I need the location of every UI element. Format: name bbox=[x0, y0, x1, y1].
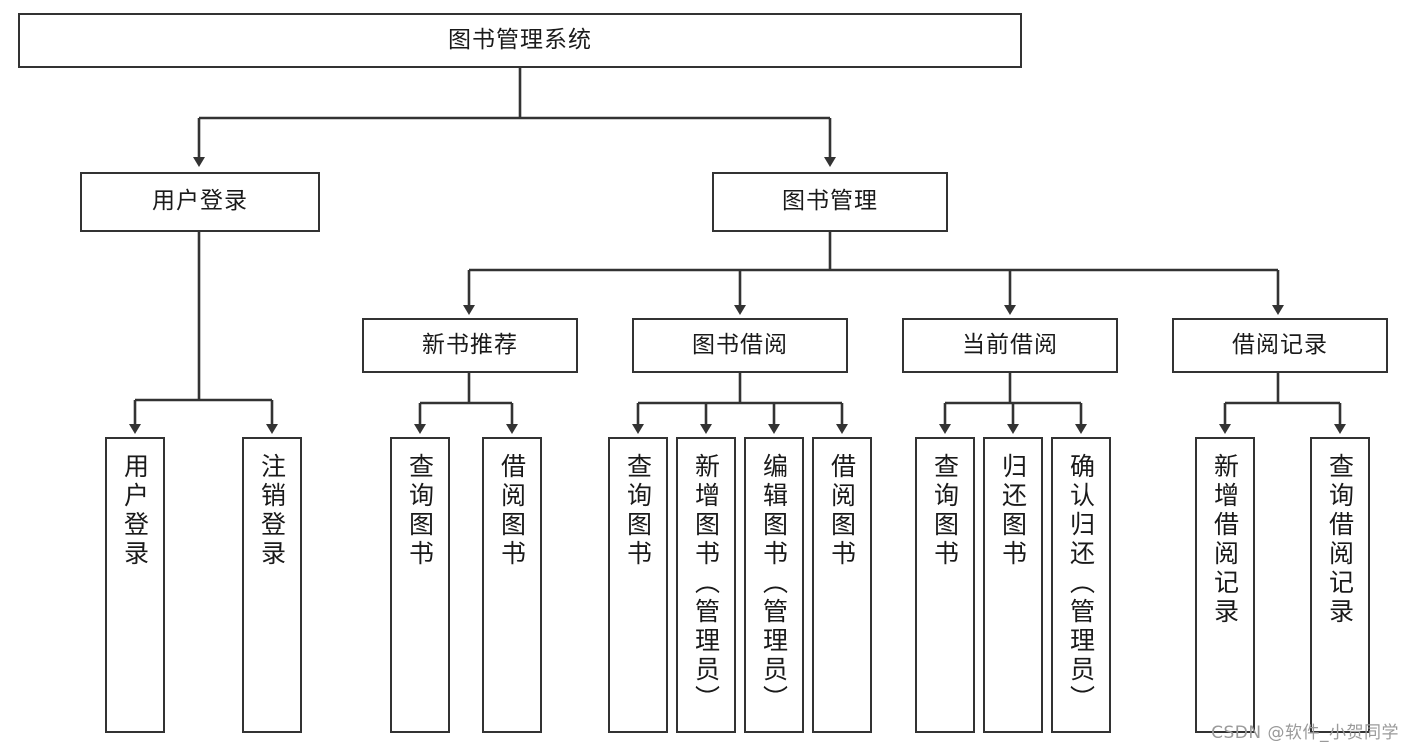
node-label: 新书推荐 bbox=[422, 331, 518, 358]
node-current-borrow[interactable]: 当前借阅 bbox=[902, 318, 1118, 373]
node-label: 新增图书（管理员） bbox=[691, 453, 721, 714]
leaf-edit-book-admin[interactable]: 编辑图书（管理员） bbox=[744, 437, 804, 733]
node-label: 用户登录 bbox=[120, 453, 150, 569]
node-label: 借阅图书 bbox=[827, 453, 857, 569]
leaf-borrow-book-recommend[interactable]: 借阅图书 bbox=[482, 437, 542, 733]
node-label: 借阅记录 bbox=[1232, 331, 1328, 358]
node-label: 图书管理 bbox=[782, 188, 878, 215]
node-label: 查询借阅记录 bbox=[1325, 453, 1355, 627]
leaf-return-book[interactable]: 归还图书 bbox=[983, 437, 1043, 733]
leaf-query-borrow-record[interactable]: 查询借阅记录 bbox=[1310, 437, 1370, 733]
node-label: 查询图书 bbox=[405, 453, 435, 569]
node-root-system[interactable]: 图书管理系统 bbox=[18, 13, 1022, 68]
leaf-query-book-recommend[interactable]: 查询图书 bbox=[390, 437, 450, 733]
leaf-user-login[interactable]: 用户登录 bbox=[105, 437, 165, 733]
node-label: 编辑图书（管理员） bbox=[759, 453, 789, 714]
node-label: 查询图书 bbox=[930, 453, 960, 569]
node-label: 当前借阅 bbox=[962, 331, 1058, 358]
node-label: 用户登录 bbox=[152, 188, 248, 215]
node-new-book-recommend[interactable]: 新书推荐 bbox=[362, 318, 578, 373]
leaf-confirm-return-admin[interactable]: 确认归还（管理员） bbox=[1051, 437, 1111, 733]
node-label: 确认归还（管理员） bbox=[1066, 453, 1096, 714]
leaf-add-borrow-record[interactable]: 新增借阅记录 bbox=[1195, 437, 1255, 733]
leaf-query-book-borrow[interactable]: 查询图书 bbox=[608, 437, 668, 733]
node-label: 图书管理系统 bbox=[448, 26, 592, 53]
node-label: 图书借阅 bbox=[692, 331, 788, 358]
node-label: 查询图书 bbox=[623, 453, 653, 569]
leaf-query-book-current[interactable]: 查询图书 bbox=[915, 437, 975, 733]
node-label: 新增借阅记录 bbox=[1210, 453, 1240, 627]
node-label: 借阅图书 bbox=[497, 453, 527, 569]
node-borrow-record[interactable]: 借阅记录 bbox=[1172, 318, 1388, 373]
node-user-login[interactable]: 用户登录 bbox=[80, 172, 320, 232]
leaf-user-logout[interactable]: 注销登录 bbox=[242, 437, 302, 733]
node-book-borrow[interactable]: 图书借阅 bbox=[632, 318, 848, 373]
node-label: 注销登录 bbox=[257, 453, 287, 569]
leaf-borrow-book[interactable]: 借阅图书 bbox=[812, 437, 872, 733]
node-label: 归还图书 bbox=[998, 453, 1028, 569]
node-book-management[interactable]: 图书管理 bbox=[712, 172, 948, 232]
leaf-add-book-admin[interactable]: 新增图书（管理员） bbox=[676, 437, 736, 733]
